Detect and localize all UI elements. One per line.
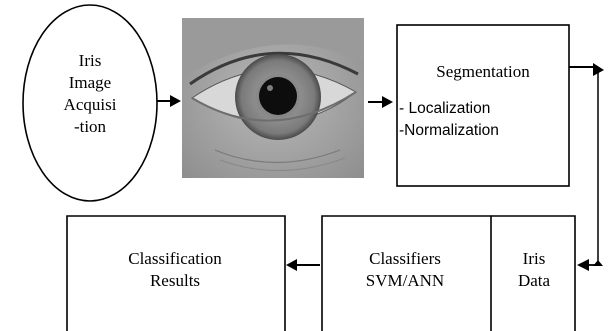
acquisition-label: Iris Image Acquisi -tion (40, 50, 140, 138)
results-line1: Classification (128, 249, 222, 268)
iris-data-line1: Iris (522, 249, 546, 268)
results-node (66, 215, 286, 331)
classifiers-label: Classifiers SVM/ANN (330, 248, 480, 292)
classifiers-node (321, 215, 492, 331)
acquisition-line2: Image (68, 73, 112, 92)
arrow-segmentation-to-iris-data (569, 63, 604, 271)
acquisition-node (22, 4, 158, 202)
arrow-photo-to-segmentation (368, 96, 393, 108)
classifiers-line2: SVM/ANN (365, 271, 445, 290)
arrow-classifiers-to-results (286, 259, 320, 271)
iris-data-node (491, 215, 576, 331)
iris-data-label: Iris Data (496, 248, 572, 292)
acquisition-line4: -tion (73, 117, 107, 136)
arrow-acquisition-to-photo (157, 95, 181, 107)
pupil-shape (259, 77, 297, 115)
results-label: Classification Results (110, 248, 240, 292)
acquisition-line3: Acquisi (63, 95, 117, 114)
segmentation-title: Segmentation (436, 62, 530, 81)
iris-data-line2: Data (517, 271, 551, 290)
segmentation-step-normalization: -Normalization (399, 122, 499, 139)
acquisition-line1: Iris (78, 51, 102, 70)
classifiers-line1: Classifiers (369, 249, 441, 268)
eye-photo (182, 18, 364, 178)
segmentation-step-localization: - Localization (399, 100, 491, 117)
segmentation-node (396, 24, 570, 187)
results-line2: Results (149, 271, 201, 290)
